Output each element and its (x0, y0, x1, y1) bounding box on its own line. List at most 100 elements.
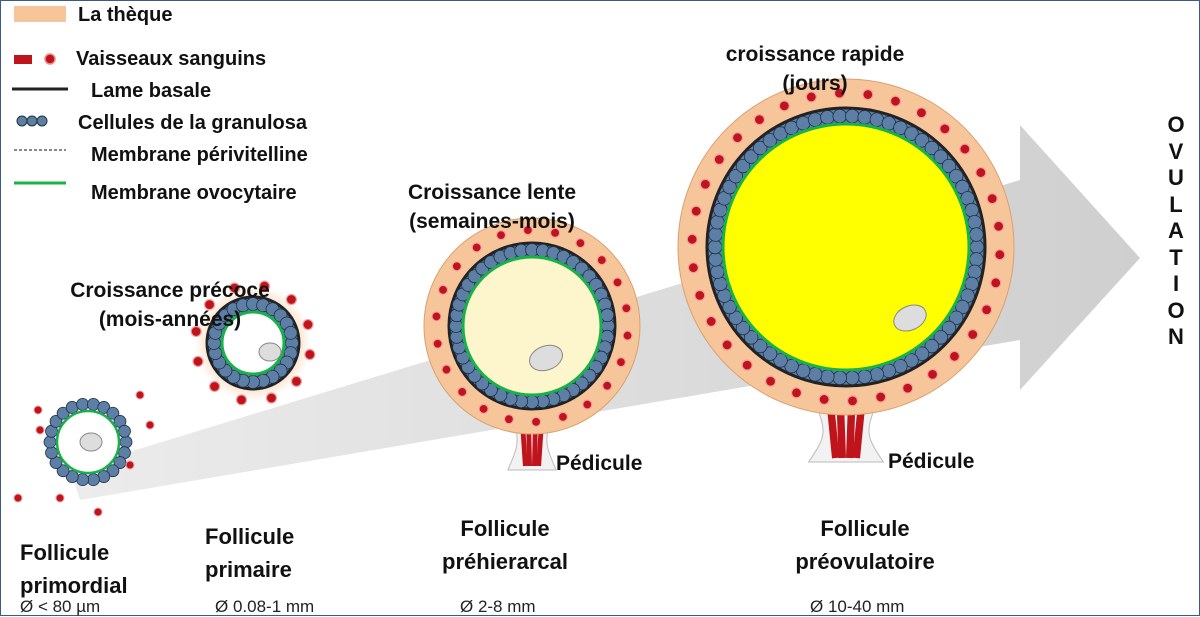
blood-vessel (442, 365, 451, 374)
legend-label-basal: Lame basale (91, 80, 211, 103)
blood-vessel (928, 369, 938, 379)
granulosa-cell (870, 113, 884, 127)
follicle-name-prehierarcal: Follicule préhierarcal (440, 512, 570, 578)
blood-vessel (622, 304, 631, 313)
theca-swatch (14, 6, 66, 22)
blood-vessel (779, 101, 789, 111)
blood-vessel (623, 331, 632, 340)
blood-vessel (848, 396, 858, 406)
blood-vessel (583, 400, 592, 409)
stage-label-lente: Croissance lente (semaines-mois) (372, 178, 612, 236)
ovulation-letter: U (1164, 165, 1188, 192)
blood-vessel (146, 421, 154, 429)
pedicule-label-2: Pédicule (888, 450, 974, 474)
blood-vessel (792, 388, 802, 398)
legend-label-theca: La thèque (78, 4, 172, 27)
blood-vessel (597, 256, 606, 265)
blood-vessel (126, 461, 134, 469)
blood-vessel (987, 194, 997, 204)
follicle-name-primaire: Follicule primaire (205, 520, 294, 586)
blood-vessel (688, 263, 698, 273)
legend-swatches (12, 6, 68, 183)
oocyte (463, 257, 601, 395)
blood-vessel (613, 278, 622, 287)
legend-label-granulosa: Cellules de la granulosa (78, 112, 307, 135)
blood-vessel (433, 339, 442, 348)
blood-vessel (722, 340, 732, 350)
granulosa-swatch (17, 116, 47, 126)
blood-vessel (742, 360, 752, 370)
granulosa-cell (858, 111, 872, 125)
ovulation-letter: L (1164, 192, 1188, 219)
follicle-name-preovulatoire: Follicule préovulatoire (765, 512, 965, 578)
blood-vessel (714, 154, 724, 164)
granulosa-cell (711, 215, 725, 229)
blood-vessel (700, 179, 710, 189)
legend-label-vessels: Vaisseaux sanguins (76, 48, 266, 71)
granulosa-cell (77, 398, 89, 410)
stage-lente-line1: Croissance lente (372, 178, 612, 207)
blood-vessel (733, 133, 743, 143)
blood-vessel (136, 391, 144, 399)
blood-vessel (576, 239, 585, 248)
granulosa-cell (808, 368, 822, 382)
granulosa-cell (845, 109, 859, 123)
granulosa-cell (833, 371, 847, 385)
blood-vessel (236, 395, 246, 405)
granulosa-cell (87, 474, 99, 486)
granulosa-cell (711, 265, 725, 279)
legend-label-perivitelline: Membrane périvitelline (91, 144, 308, 167)
follicle-primordial-line1: Follicule (20, 536, 128, 569)
blood-vessel (532, 417, 541, 426)
size-prehierarcal: Ø 2-8 mm (460, 597, 536, 617)
granulosa-cell (120, 436, 132, 448)
blood-vessel (976, 168, 986, 178)
blood-vessel (36, 426, 44, 434)
stage-precoce-line2: (mois-années) (40, 305, 300, 334)
blood-vessel (940, 124, 950, 134)
granulosa-cell (870, 368, 884, 382)
blood-vessel (303, 320, 313, 330)
stage-rapide-line1: croissance rapide (690, 40, 940, 69)
granulosa-cell (970, 240, 984, 254)
legend-label-oocyte: Membrane ovocytaire (91, 182, 297, 205)
blood-vessel (458, 387, 467, 396)
follicle-preovulatoire-line2: préovulatoire (765, 545, 965, 578)
granulosa-cell (882, 364, 896, 378)
granulosa-cell (708, 240, 722, 254)
blood-vessel (706, 316, 716, 326)
blood-vessel (616, 358, 625, 367)
granulosa-cell (845, 371, 859, 385)
stage-precoce-line1: Croissance précoce (40, 276, 300, 305)
blood-vessel (754, 115, 764, 125)
ovulation-letter: O (1164, 112, 1188, 139)
blood-vessel (949, 351, 959, 361)
follicle-prehierarcal-line2: préhierarcal (440, 545, 570, 578)
blood-vessel (903, 383, 913, 393)
blood-vessel (995, 250, 1005, 260)
blood-vessel (472, 243, 481, 252)
size-primaire: Ø 0.08-1 mm (215, 597, 314, 617)
granulosa-cell (796, 116, 810, 130)
granulosa-cell (965, 203, 979, 217)
granulosa-cell (821, 111, 835, 125)
blood-vessel (193, 356, 203, 366)
granulosa-cell (44, 436, 56, 448)
blood-vessel (968, 330, 978, 340)
follicle-preovulatoire (678, 79, 1014, 462)
ovulation-letter: N (1164, 324, 1188, 351)
granulosa-cell (968, 215, 982, 229)
blood-vessel (960, 144, 970, 154)
granulosa-cell (808, 113, 822, 127)
vessel-dot-swatch (45, 54, 55, 64)
vessel-swatch (14, 55, 32, 64)
granulosa-cell (970, 228, 984, 242)
blood-vessel (695, 290, 705, 300)
ovulation-letter: I (1164, 271, 1188, 298)
blood-vessel (766, 376, 776, 386)
blood-vessel (876, 392, 886, 402)
blood-vessel (982, 305, 992, 315)
blood-vessel (603, 381, 612, 390)
stage-label-precoce: Croissance précoce (mois-années) (40, 276, 300, 334)
